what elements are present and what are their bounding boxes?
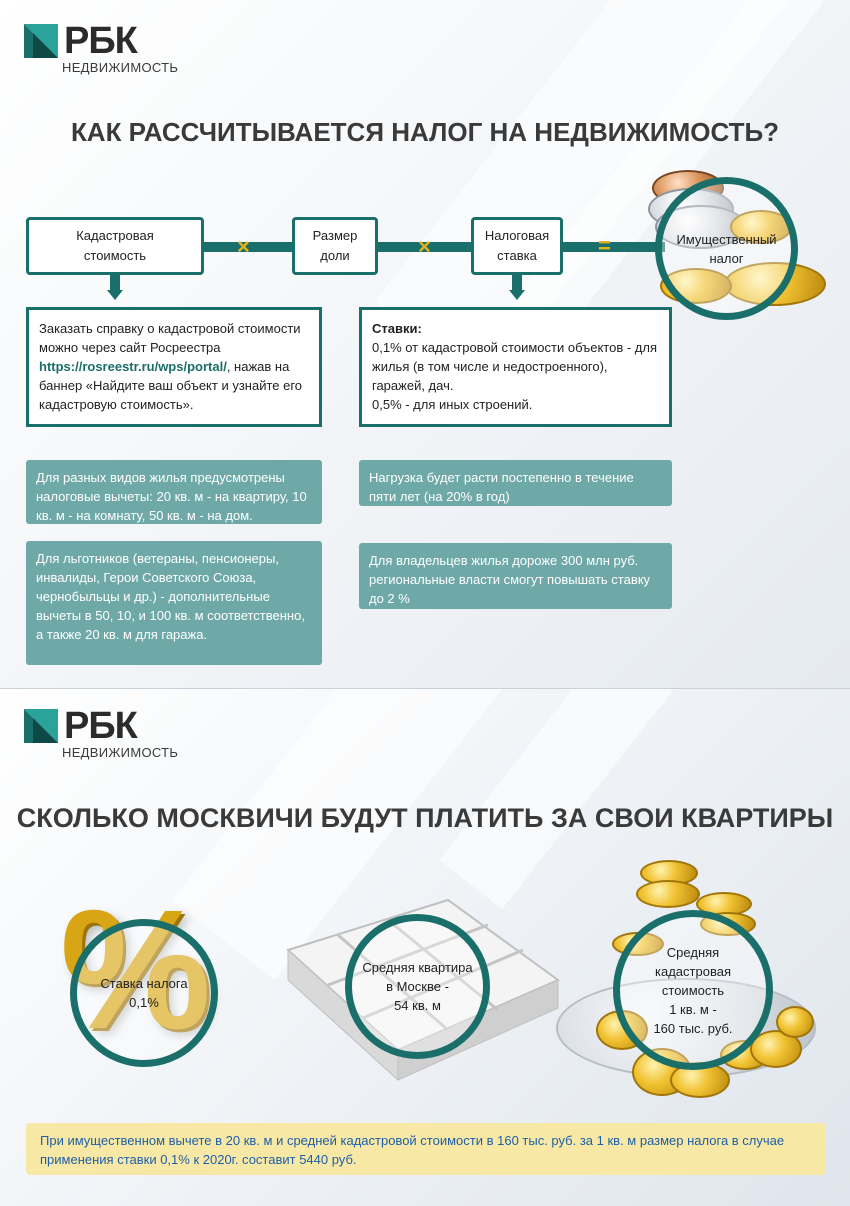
rbk-logo-mark (24, 24, 58, 58)
background-stripe (439, 689, 761, 910)
flow-box-label: Кадастровая (76, 228, 154, 243)
circle-average-flat: Средняя квартира в Москве - 54 кв. м (345, 914, 490, 1059)
rate-line: 0,1% от кадастровой стоимости объектов -… (372, 340, 657, 393)
circle-label: Средняя (666, 944, 720, 960)
flow-connector (200, 242, 296, 252)
arrow-stem (512, 275, 522, 291)
circle-label: Ставка налога (100, 976, 188, 991)
section-title: СКОЛЬКО МОСКВИЧИ БУДУТ ПЛАТИТЬ ЗА СВОИ К… (16, 803, 834, 833)
arrow-stem (110, 275, 120, 291)
tile-gradual-increase: Нагрузка будет расти постепенно в течени… (359, 460, 672, 506)
flow-box-label: стоимость (83, 248, 147, 263)
circle-value: 0,1% (129, 995, 159, 1010)
circle-label: стоимость (661, 982, 725, 998)
flow-connector (560, 242, 665, 252)
logo-subtitle: НЕДВИЖИМОСТЬ (62, 745, 179, 760)
info-box-cadastral-certificate: Заказать справку о кадастровой стоимости… (26, 307, 322, 427)
multiply-sign: × (418, 234, 431, 259)
result-label: Имущественный (676, 231, 777, 247)
flow-box-label: Размер (312, 228, 358, 243)
flow-box-cadastral-value: Кадастровая стоимость (26, 217, 204, 275)
panel-tax-calculation: РБК НЕДВИЖИМОСТЬ КАК РАССЧИТЫВАЕТСЯ НАЛО… (0, 0, 850, 688)
info-text: Заказать справку о кадастровой стоимости… (39, 321, 301, 355)
equals-sign: = (598, 233, 611, 258)
arrow-down-icon (107, 290, 123, 300)
tile-regional-rate: Для владельцев жилья дороже 300 млн руб.… (359, 543, 672, 609)
tile-beneficiary-deductions: Для льготников (ветераны, пенсионеры, ин… (26, 541, 322, 665)
flow-box-tax-rate: Налоговая ставка (471, 217, 563, 275)
rates-heading: Ставки: (372, 321, 422, 336)
logo-subtitle: НЕДВИЖИМОСТЬ (62, 60, 179, 75)
circle-label: 1 кв. м - (669, 1001, 717, 1017)
result-label: налог (709, 250, 744, 266)
circle-label: кадастровая (655, 963, 731, 979)
flow-box-label: ставка (497, 248, 537, 263)
rbk-logo: РБК НЕДВИЖИМОСТЬ (24, 705, 179, 760)
logo-title: РБК (64, 20, 138, 62)
rate-line: 0,5% - для иных строений. (372, 397, 533, 412)
circle-label: в Москве - (386, 979, 449, 994)
result-circle-property-tax: Имущественный налог (655, 177, 798, 320)
info-text: , нажав на баннер «Найдите ваш объект и … (39, 359, 303, 412)
page-title: КАК РАССЧИТЫВАЕТСЯ НАЛОГ НА НЕДВИЖИМОСТЬ… (70, 117, 780, 147)
tile-tax-deductions: Для разных видов жилья предусмотрены нал… (26, 460, 322, 524)
rosreestr-link[interactable]: https://rosreestr.ru/wps/portal/ (39, 359, 227, 374)
circle-tax-rate: Ставка налога 0,1% (70, 919, 218, 1067)
circle-value: 54 кв. м (394, 998, 441, 1013)
rbk-logo-mark (24, 709, 58, 743)
rbk-logo: РБК НЕДВИЖИМОСТЬ (24, 20, 179, 75)
multiply-sign: × (237, 234, 250, 259)
info-box-tax-rates: Ставки: 0,1% от кадастровой стоимости об… (359, 307, 672, 427)
arrow-down-icon (509, 290, 525, 300)
circle-cadastral-cost: Средняя кадастровая стоимость 1 кв. м - … (613, 910, 773, 1070)
flow-connector (375, 242, 475, 252)
circle-label: Средняя квартира (362, 960, 473, 975)
flow-box-label: доли (320, 248, 350, 263)
logo-title: РБК (64, 705, 138, 747)
circle-value: 160 тыс. руб. (653, 1020, 733, 1036)
flow-box-share-size: Размер доли (292, 217, 378, 275)
flow-box-label: Налоговая (484, 228, 550, 243)
summary-note: При имущественном вычете в 20 кв. м и ср… (26, 1123, 826, 1175)
